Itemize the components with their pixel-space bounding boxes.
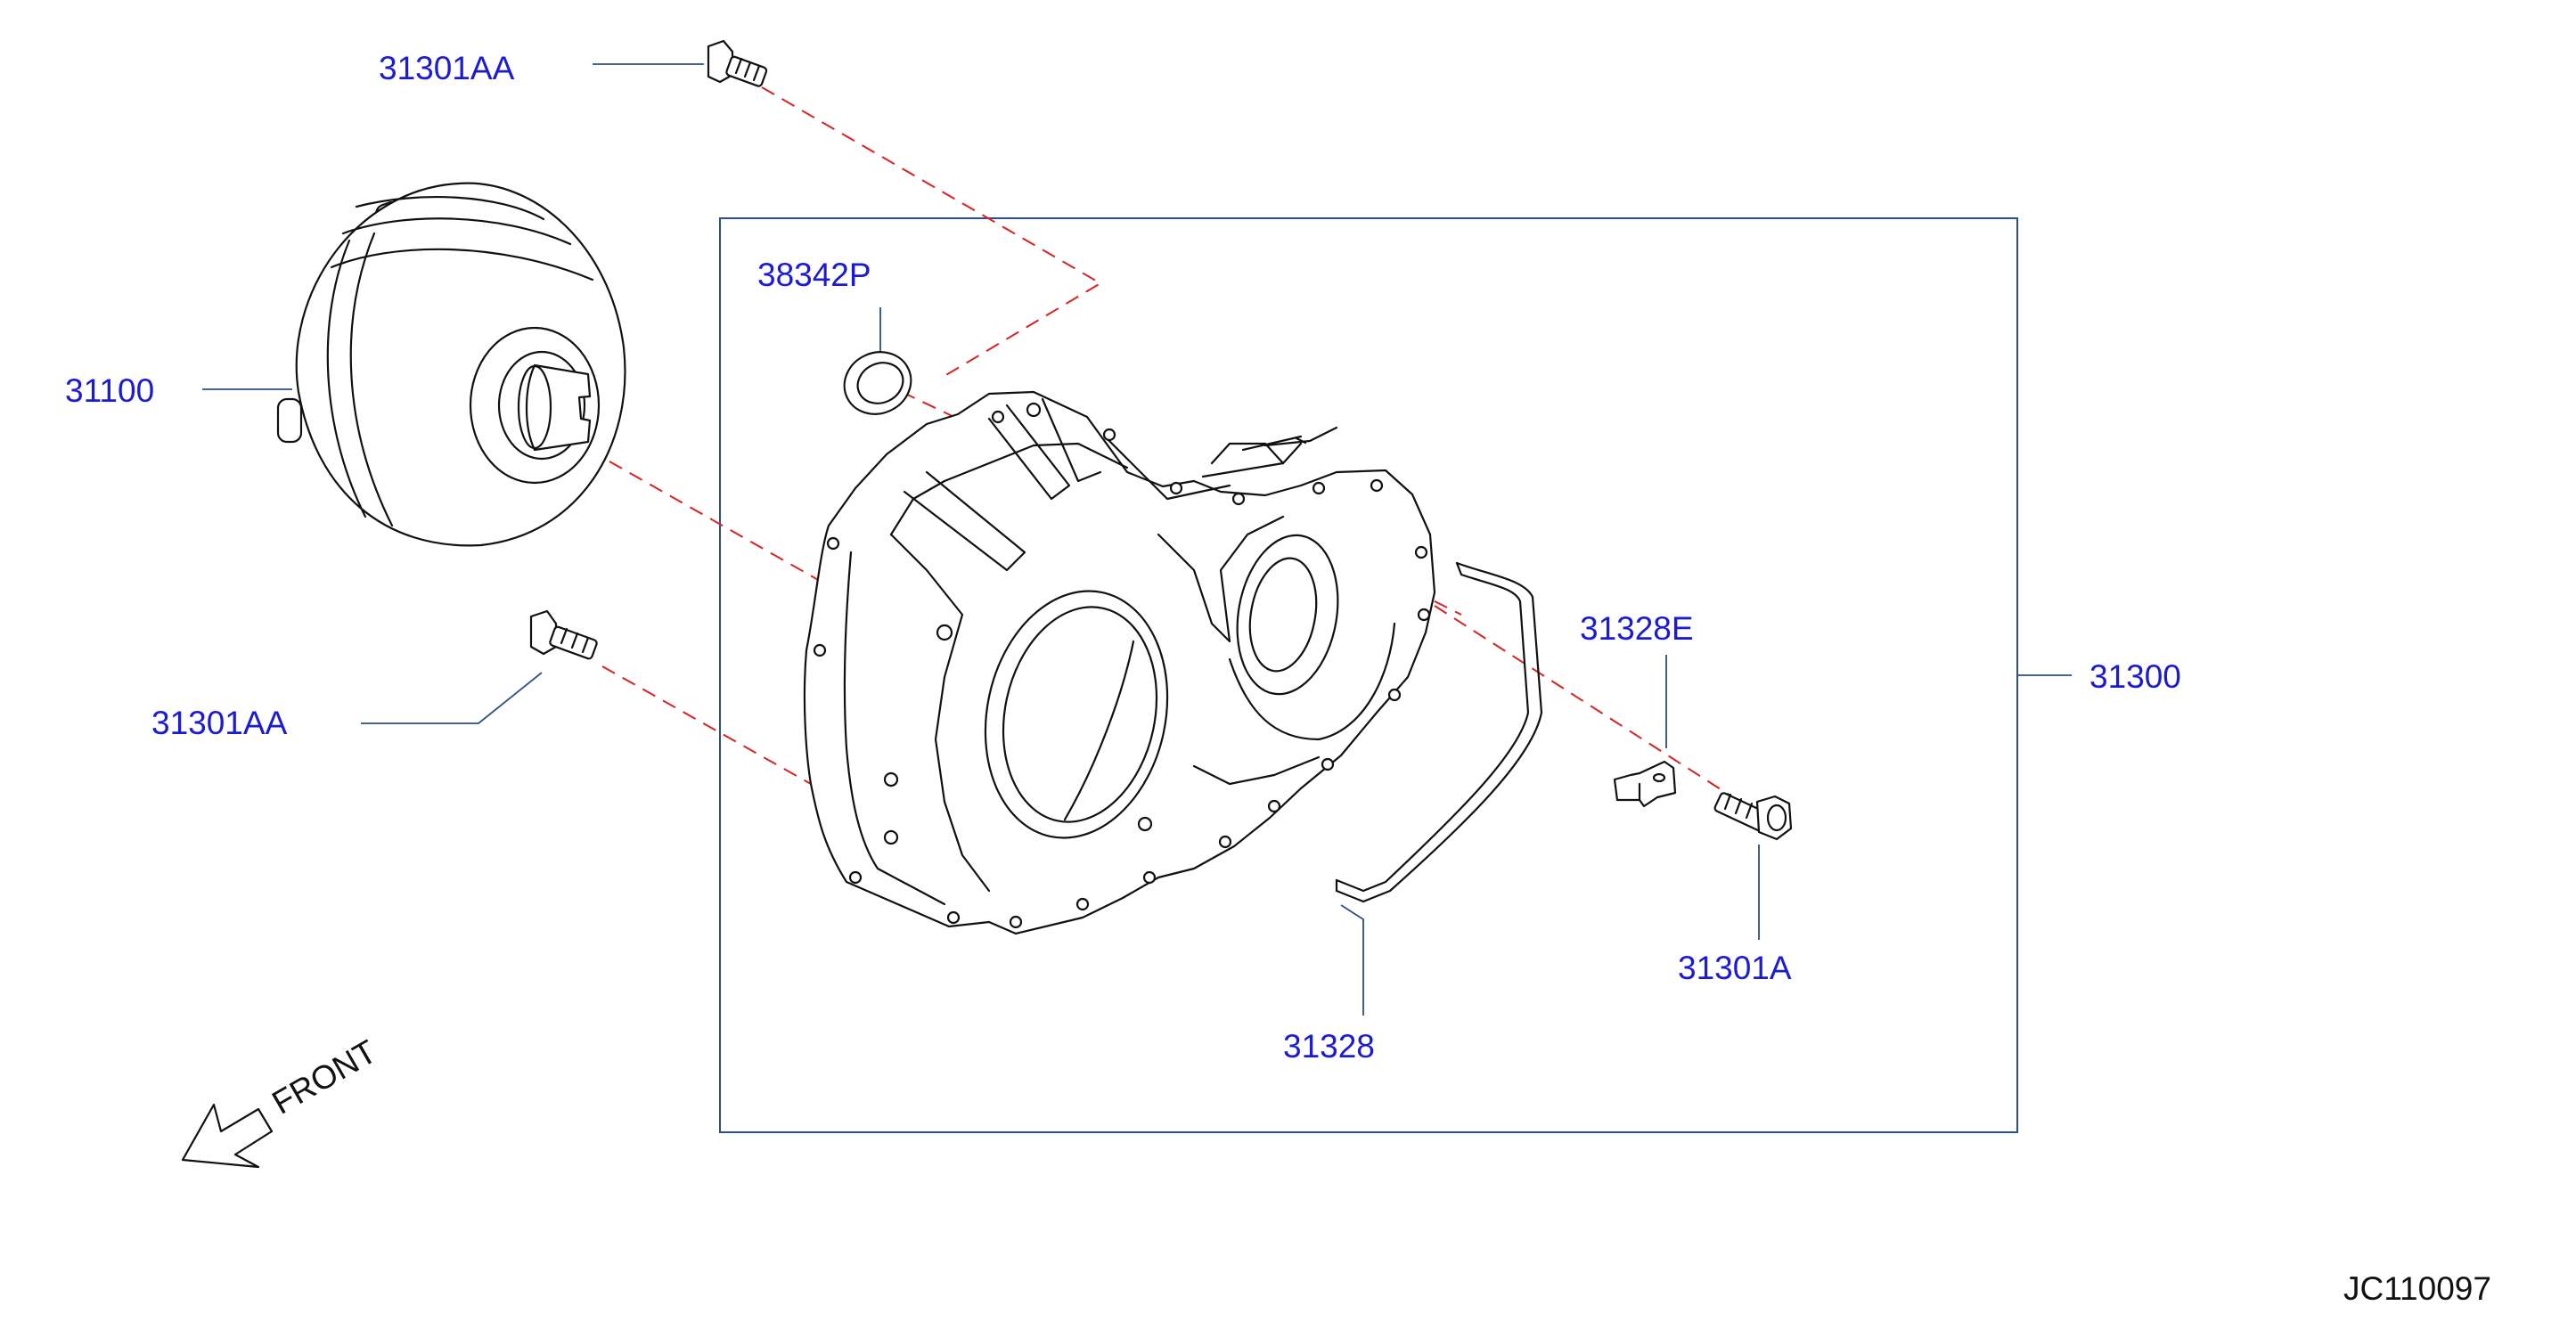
torque-converter xyxy=(276,182,626,547)
callout-housing: 31300 xyxy=(2089,658,2181,695)
callout-tube: 31328 xyxy=(1283,1028,1375,1065)
tube-clip xyxy=(1613,760,1677,808)
callout-seal: 38342P xyxy=(757,257,871,293)
bolt-right xyxy=(1713,792,1793,841)
bolt-left xyxy=(529,609,598,660)
leader-lines xyxy=(202,63,2072,1016)
callout-bolt-left: 31301AA xyxy=(151,705,288,741)
callout-bolt-right: 31301A xyxy=(1678,950,1792,986)
front-arrow-icon xyxy=(181,1103,274,1169)
oil-tube xyxy=(1335,561,1543,903)
callout-clip: 31328E xyxy=(1580,610,1694,647)
diagram-code: JC110097 xyxy=(2343,1270,2491,1307)
callout-bolt-top: 31301AA xyxy=(379,50,515,86)
transaxle-housing xyxy=(803,390,1436,935)
callout-torque-converter: 31100 xyxy=(65,372,155,409)
bolt-top xyxy=(707,39,768,87)
oil-seal xyxy=(843,351,912,415)
